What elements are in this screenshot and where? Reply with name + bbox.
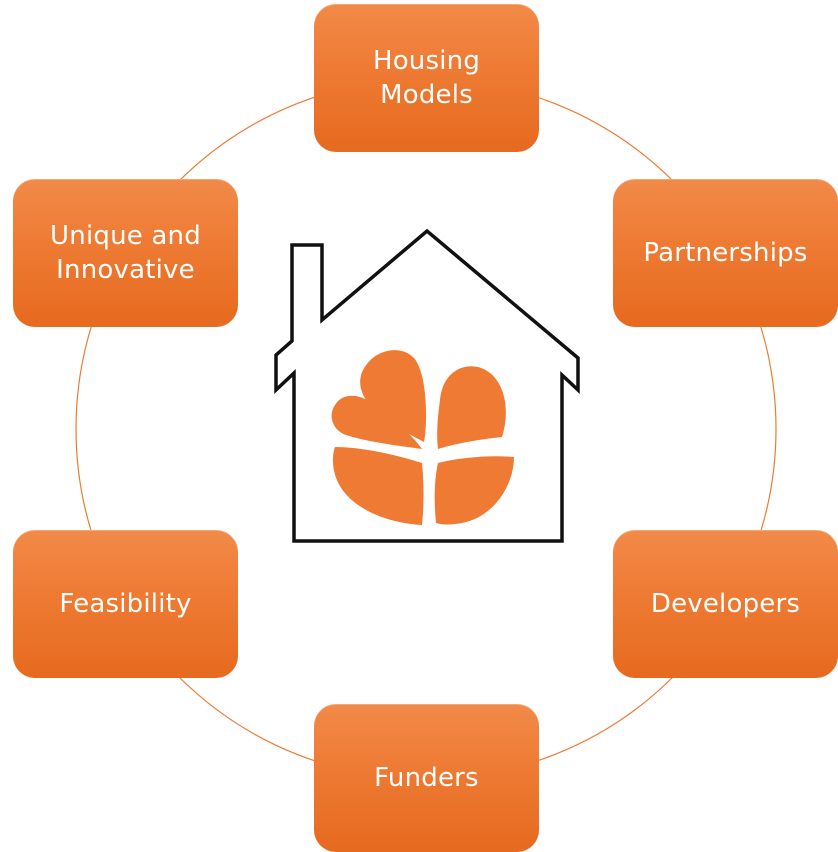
node-label: Funders xyxy=(374,763,479,793)
node-unique-and-innovative: Unique and Innovative xyxy=(13,179,238,327)
node-label: Housing Models xyxy=(372,46,481,110)
node-label: Developers xyxy=(650,589,801,619)
node-housing-models: Housing Models xyxy=(314,4,539,152)
leaf-middle-left xyxy=(331,395,422,449)
node-label: Partnerships xyxy=(643,238,808,268)
leaf-bottom-left xyxy=(332,447,424,525)
leaf-top-left xyxy=(360,350,427,442)
house-logo-icon xyxy=(274,228,580,543)
node-label: Feasibility xyxy=(59,589,192,619)
node-feasibility: Feasibility xyxy=(13,530,238,678)
leaf-bottom-right xyxy=(434,456,514,525)
node-label: Unique and Innovative xyxy=(50,221,201,285)
node-partnerships: Partnerships xyxy=(613,179,838,327)
node-funders: Funders xyxy=(314,704,539,852)
house-outline xyxy=(274,228,580,543)
node-developers: Developers xyxy=(613,530,838,678)
leaf-mark-icon xyxy=(331,350,514,525)
leaf-top-right xyxy=(437,366,506,449)
